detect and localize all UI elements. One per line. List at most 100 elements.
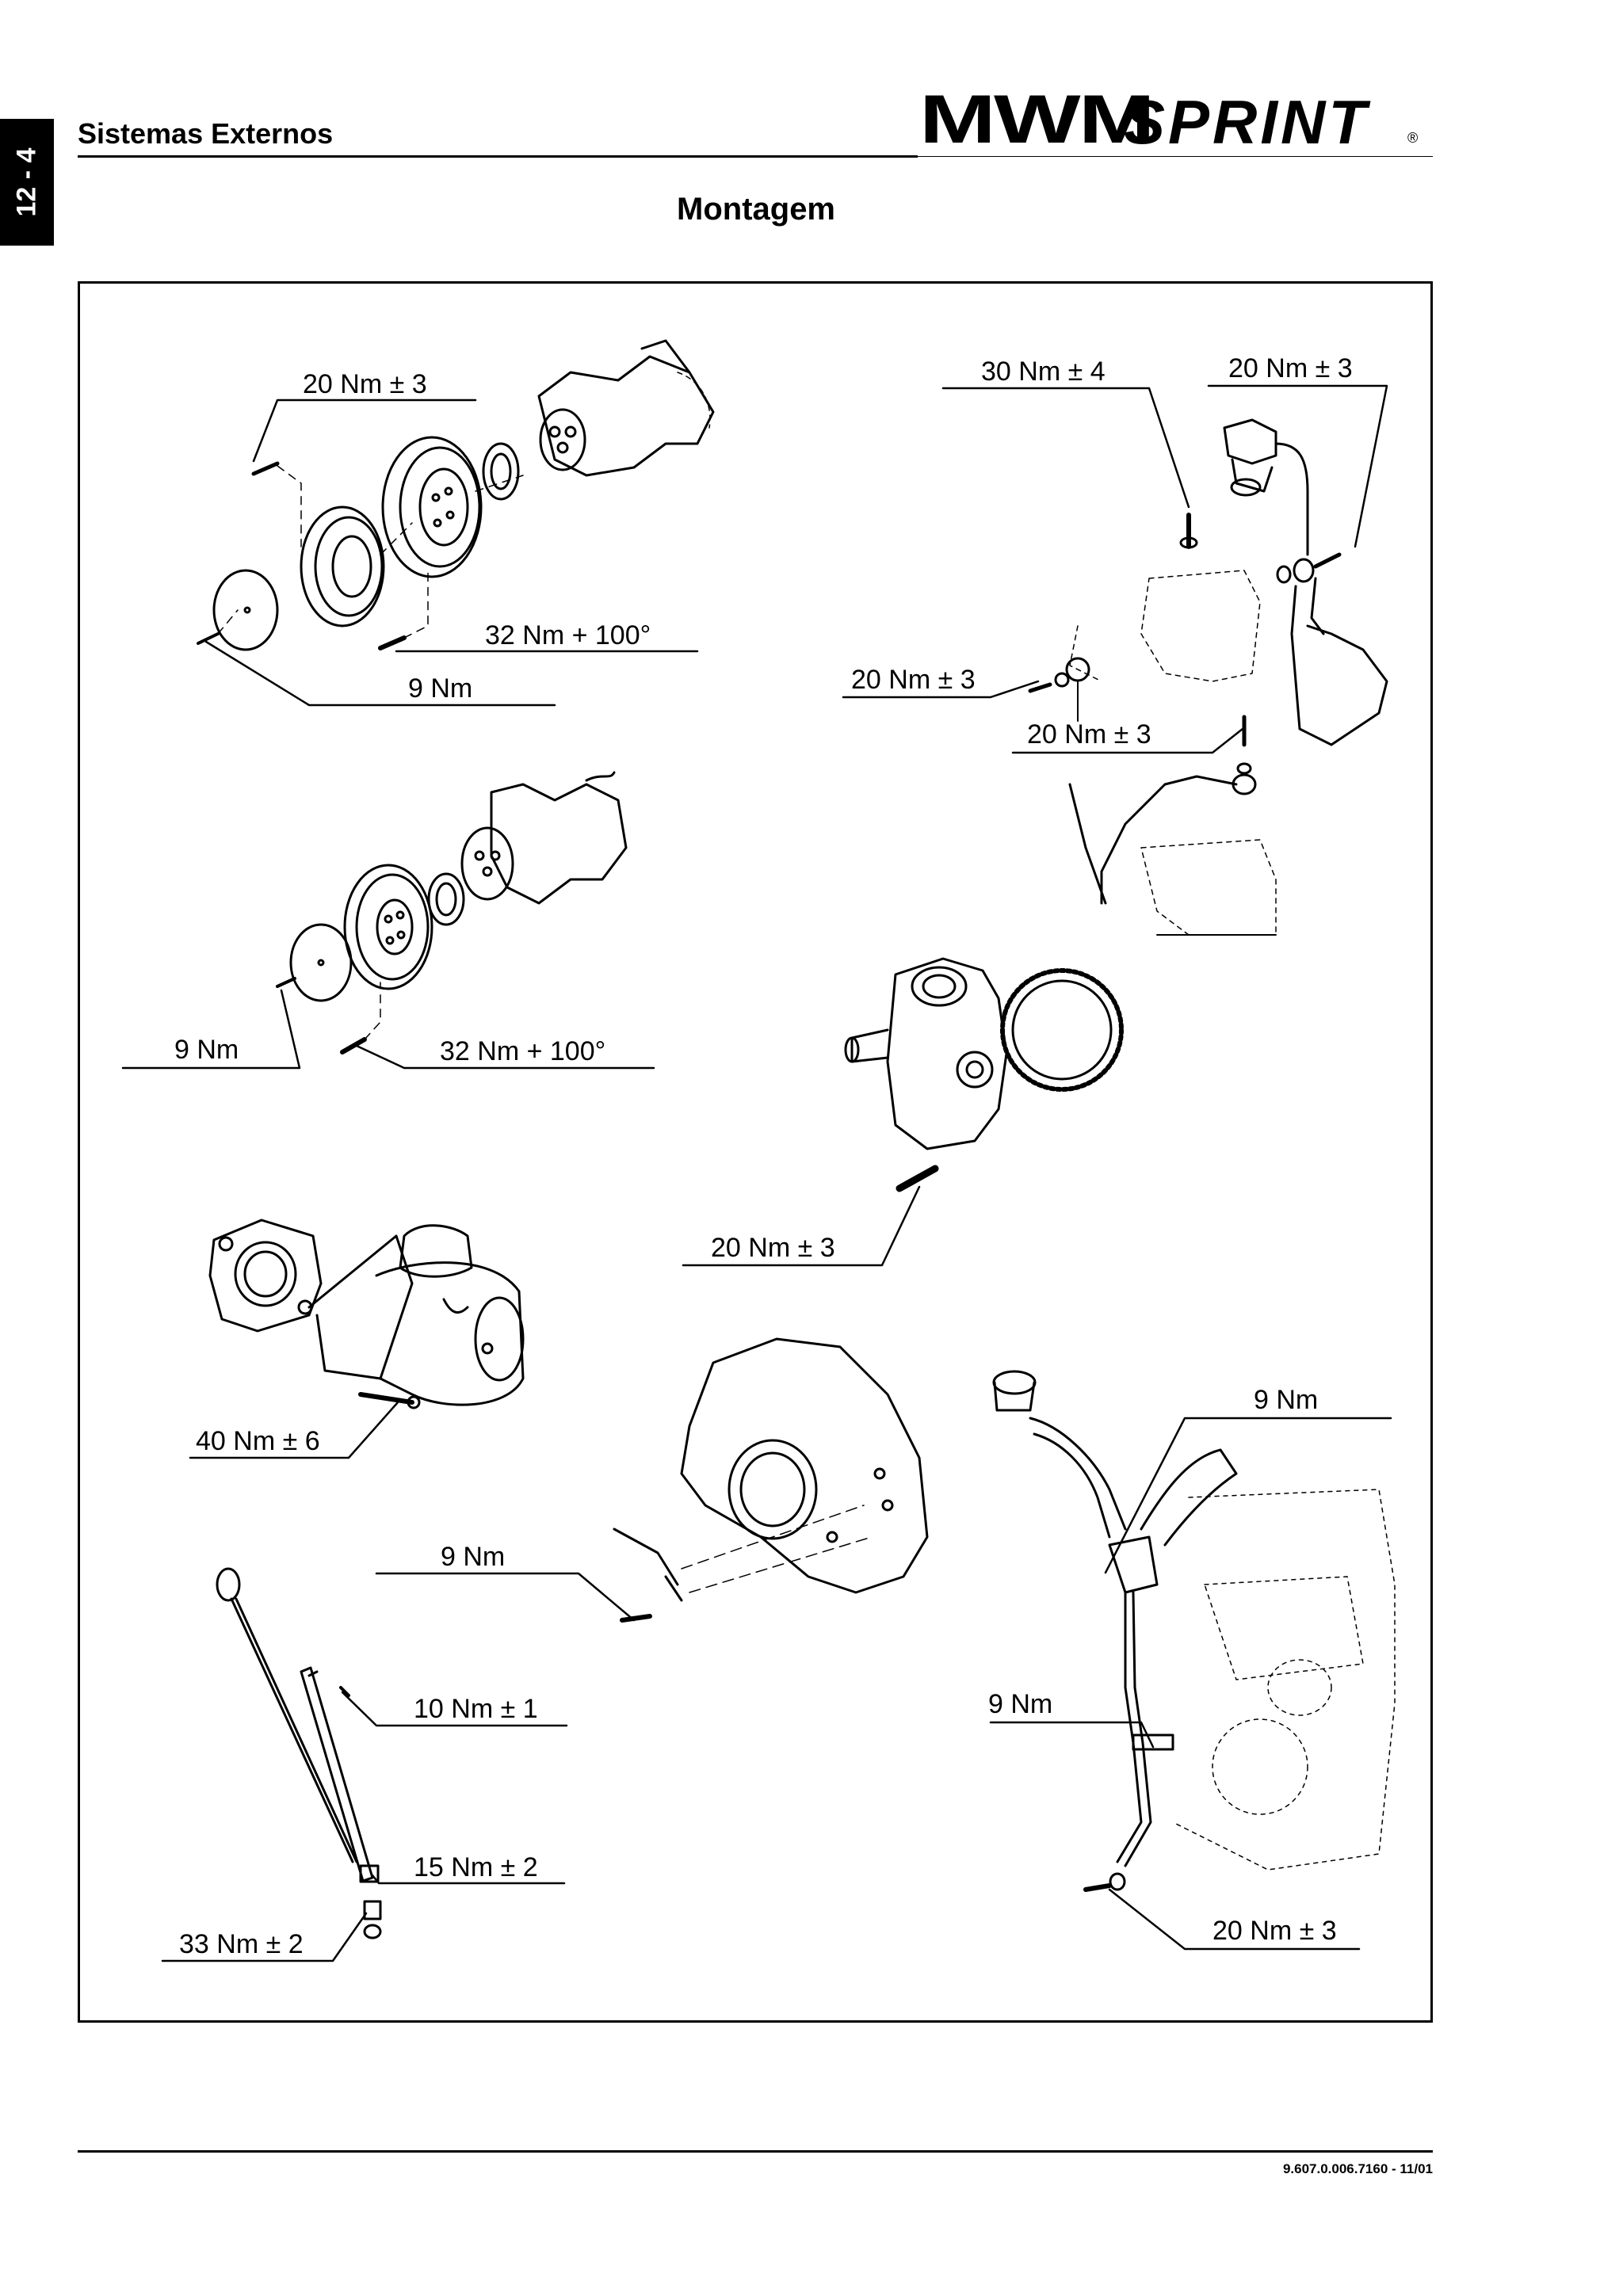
leader-20nm-banjo-right [1207,384,1388,548]
breather-hose-2 [1140,1448,1238,1547]
leader-32nm-crank-bolt-2 [355,1044,655,1070]
vacuum-pump-bolt [896,1165,939,1192]
tube-clip-screw [339,1686,350,1697]
bracket-plate [613,1527,679,1586]
fuel-pump-lines-assembly [1028,418,1388,936]
crankshaft-nose [539,408,586,471]
dipstick-assembly [216,1567,382,1939]
oil-return-line [1116,1591,1143,1863]
diagram-frame [78,281,1433,2023]
section-title: Sistemas Externos [78,117,334,150]
seal-ring-2 [427,872,465,926]
pump-inlet-nipple [850,1028,889,1063]
leader-20nm-vacuum-pump [682,1185,921,1267]
cover-disc [212,569,279,651]
crank-bolt-2 [340,1037,367,1055]
vacuum-pump-assembly [844,957,1124,1192]
pump-top-port [911,966,968,1007]
torque-label-crank-bolt: 32 Nm + 100° [485,620,651,650]
damper-pulley [381,436,483,578]
torque-label-bracket: 9 Nm [441,1542,506,1572]
page-title: Montagem [677,192,835,227]
logo-sprint-text: SPRINT [1124,87,1370,157]
leader-40nm-starter [189,1401,399,1459]
logo-registered-mark: ® [1407,130,1419,146]
chapter-tab: 12 - 4 [0,119,54,246]
dipstick-rod [230,1597,354,1863]
crankshaft-pulley-assembly-2 [276,771,628,1055]
crankshaft-pulley-assembly-1 [197,339,715,651]
cover-disc-2 [289,923,353,1002]
torque-label-breather-bracket: 9 Nm [988,1689,1053,1719]
torque-label-vacuum-pump: 20 Nm ± 3 [711,1233,835,1263]
starter-motor-assembly [208,1219,525,1409]
torque-label-banjo-left: 20 Nm ± 3 [851,665,976,695]
filter-housing-outline [1140,839,1277,936]
torque-label-crank-bolt-2: 32 Nm + 100° [440,1036,606,1066]
banjo-fitting-right [1293,558,1315,583]
drive-gear-teeth [1000,968,1124,1092]
fuel-return-pipe [1290,585,1388,746]
crankshaft-throw-2 [490,783,628,905]
tube-nut [359,1864,380,1883]
torque-label-drain-plug: 33 Nm ± 2 [179,1929,304,1959]
leader-20nm-pulley-bolt [252,399,477,463]
cover-screw [197,632,220,645]
leader-lines [121,384,1392,1962]
starter-bracket [307,1234,414,1380]
drain-plug [363,1900,382,1920]
torque-label-dipstick-tube: 15 Nm ± 2 [414,1852,538,1882]
crank-bolt [378,635,407,650]
document-number: 9.607.0.006.7160 - 11/01 [1282,2161,1433,2176]
torque-label-dipstick: 10 Nm ± 1 [414,1694,538,1724]
engine-block-outline [1172,1489,1396,1871]
breather-oil-return-assembly [992,1370,1396,1892]
solenoid [399,1224,473,1278]
torque-label-banjo-lower: 20 Nm ± 3 [1027,719,1151,749]
starter-body [375,1261,525,1406]
torque-label-pulley-bolt: 20 Nm ± 3 [303,369,427,399]
pulley-bolt [251,461,280,476]
torque-label-cover-screw-2: 9 Nm [174,1035,239,1065]
line-clamp [1132,1733,1174,1751]
fuel-feed-pipe [1100,775,1238,905]
leader-9nm-cover-screw [204,640,556,707]
torque-label-banjo-right: 20 Nm ± 3 [1228,353,1353,383]
breather-tee [1108,1535,1159,1594]
bracket-bolt [620,1614,652,1623]
leader-9nm-cover-screw-2 [121,989,301,1070]
leader-9nm-breather [1104,1417,1392,1574]
starter-flange-plate [208,1219,323,1333]
fuel-lift-pump [1223,418,1277,465]
crankshaft-nose-2 [460,826,514,901]
cover-screw-2 [276,977,296,988]
logo-mwm-text: MWM [919,82,1155,158]
vbelt-pulley [300,505,385,627]
torque-label-cover-screw: 9 Nm [408,673,473,704]
leader-33nm-plug [161,1912,368,1962]
breather-cap [992,1370,1037,1395]
footer-rule [78,2150,1433,2153]
leader-9nm-breather-bracket [989,1721,1155,1749]
torque-label-pump-fitting: 30 Nm ± 4 [981,357,1106,387]
damper-pulley-2 [343,864,433,990]
timing-cover [680,1337,929,1594]
torque-label-starter: 40 Nm ± 6 [196,1426,320,1456]
starter-bolt [358,1392,414,1405]
torque-label-breather: 9 Nm [1254,1385,1319,1415]
crankshaft-throw [537,355,715,477]
leader-15nm-dipstick-tube [371,1874,566,1885]
dipstick-handle [216,1567,241,1602]
leader-20nm-oil-line [1108,1888,1361,1951]
timing-cover-assembly [613,1337,929,1623]
breather-hose-1 [1029,1417,1127,1531]
dipstick-tube [300,1666,374,1882]
leader-30nm-pump-fitting [941,387,1190,509]
header-rule-thin [918,156,1433,157]
vacuum-pump-body [886,957,1008,1150]
cover-bore [727,1439,818,1540]
leader-9nm-bracket [375,1572,636,1622]
seal-ring [482,442,520,501]
header-rule [78,155,918,158]
